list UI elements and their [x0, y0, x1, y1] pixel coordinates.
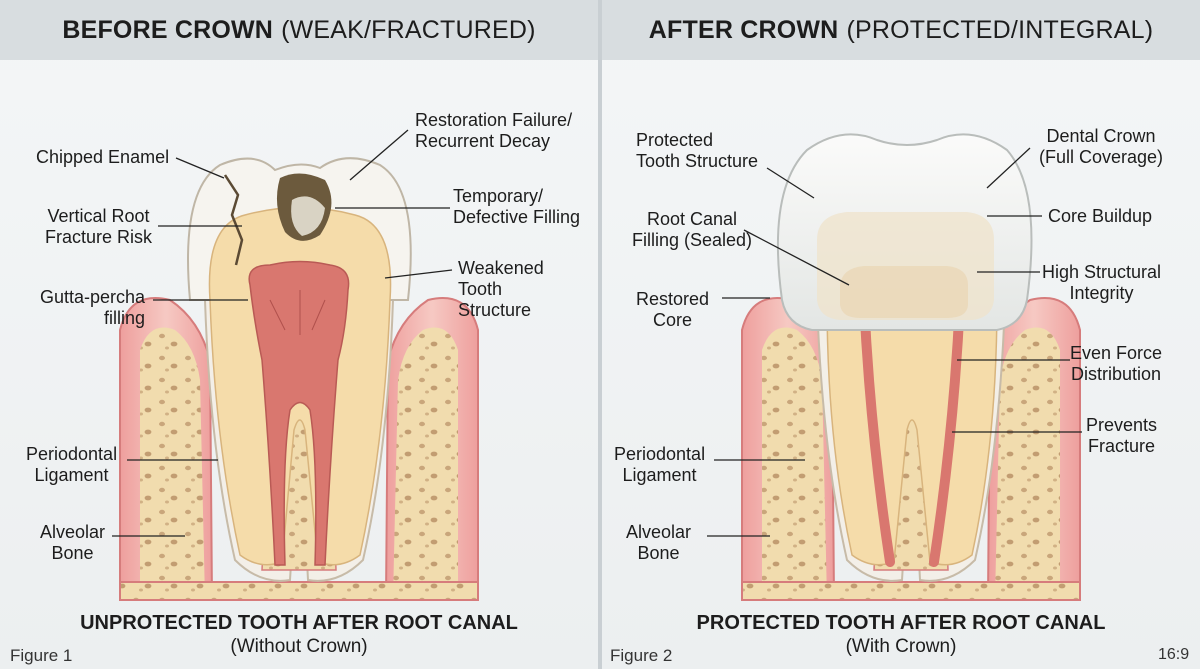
- footer-title-unprotected: UNPROTECTED TOOTH AFTER ROOT CANAL: [80, 612, 518, 634]
- before-crown-header: BEFORE CROWN (WEAK/FRACTURED): [0, 0, 598, 60]
- label-temporary-filling: Temporary/Defective Filling: [453, 186, 581, 227]
- figure-1-label: Figure 1: [10, 646, 73, 665]
- header-bold-text: AFTER CROWN: [648, 15, 839, 44]
- leader-lines: [707, 147, 1082, 537]
- label-dental-crown: Dental Crown(Full Coverage): [1039, 126, 1164, 167]
- footer-subtitle-without-crown: (Without Crown): [230, 636, 368, 657]
- aspect-ratio-label: 16:9: [1158, 646, 1190, 663]
- pulp-gutta-percha: [248, 260, 350, 566]
- header-bold-text: BEFORE CROWN: [62, 15, 274, 44]
- header-light-text: (WEAK/FRACTURED): [281, 15, 536, 44]
- panel-divider: [598, 0, 602, 669]
- footer-subtitle-with-crown: (With Crown): [845, 636, 957, 657]
- label-core-buildup: Core Buildup: [1048, 206, 1153, 226]
- protected-tooth-illustration: [707, 133, 1082, 601]
- alveolar-bone: [741, 327, 1081, 601]
- sealed-canal-left: [859, 295, 895, 567]
- before-crown-panel: BEFORE CROWN (WEAK/FRACTURED): [0, 0, 598, 669]
- footer-title-protected: PROTECTED TOOTH AFTER ROOT CANAL: [696, 612, 1106, 634]
- figure-2-label: Figure 2: [610, 646, 673, 665]
- alveolar-bone: [119, 327, 479, 601]
- defective-filling: [291, 196, 325, 236]
- after-crown-header: AFTER CROWN (PROTECTED/INTEGRAL): [602, 0, 1200, 60]
- label-chipped-enamel: Chipped Enamel: [36, 147, 170, 167]
- label-restoration-failure: Restoration Failure/Recurrent Decay: [415, 110, 573, 151]
- header-light-text: (PROTECTED/INTEGRAL): [846, 15, 1154, 44]
- unprotected-tooth-illustration: [112, 129, 479, 601]
- fracture-crack: [223, 174, 244, 266]
- sealed-canal-right: [929, 295, 965, 567]
- after-crown-panel: AFTER CROWN (PROTECTED/INTEGRAL): [602, 0, 1200, 669]
- leader-lines: [112, 129, 453, 537]
- restored-core: [840, 266, 968, 318]
